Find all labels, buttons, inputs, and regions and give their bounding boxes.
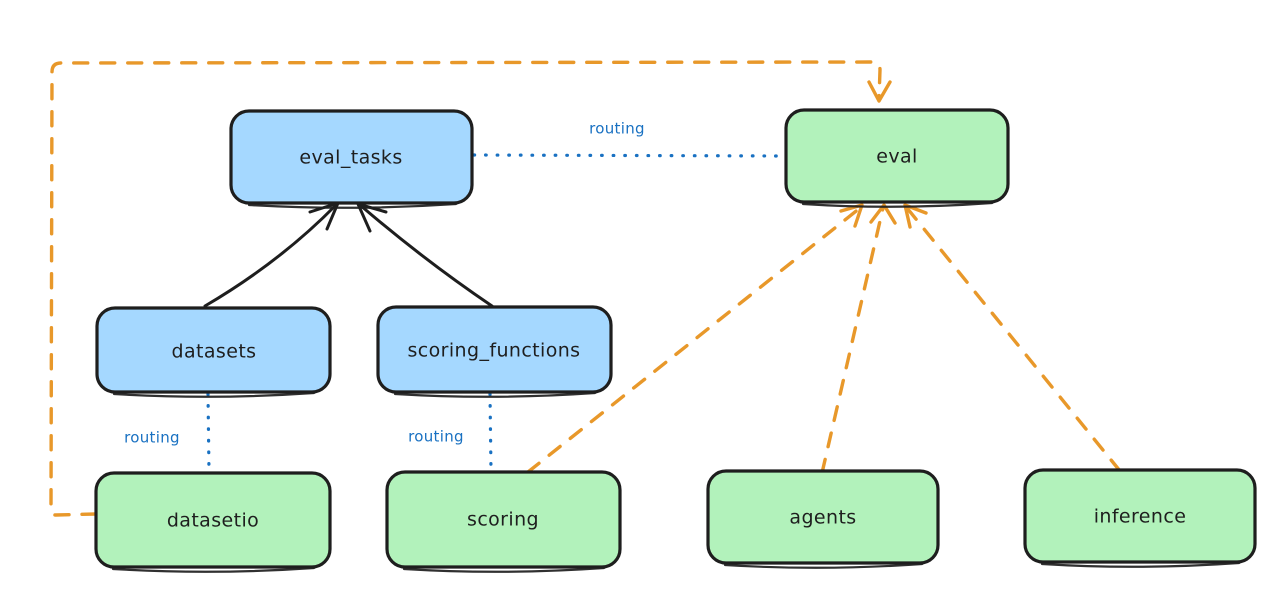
node-inference-shape[interactable] (1023, 468, 1257, 564)
node-scoring-shape[interactable] (385, 470, 622, 569)
edge-scoring-eval (526, 203, 864, 474)
node-inference-sketch-underline (1040, 561, 1241, 568)
node-datasets[interactable]: datasets (95, 306, 332, 398)
node-scoring-functions[interactable]: scoring_functions (376, 305, 613, 398)
node-scoring-label: scoring (467, 509, 539, 531)
node-eval-tasks-label: eval_tasks (299, 147, 402, 169)
edge-scoring-functions-scoring: routing (408, 392, 493, 473)
node-scoring[interactable]: scoring (385, 470, 622, 573)
node-eval-shape[interactable] (784, 108, 1010, 204)
node-datasets-sketch-underline (112, 391, 316, 398)
node-inference-label: inference (1094, 506, 1187, 528)
node-datasetio-label: datasetio (167, 510, 259, 532)
node-eval-label: eval (876, 146, 917, 168)
node-datasets-shape[interactable] (95, 306, 332, 394)
edge-datasets-datasetio: routing (124, 392, 211, 474)
node-eval-sketch-underline (801, 201, 994, 208)
nodes-layer: eval_tasks eval datasets scoring_functio… (94, 108, 1257, 573)
node-agents-sketch-underline (723, 562, 924, 569)
node-agents-shape[interactable] (706, 469, 940, 565)
node-datasetio-shape[interactable] (94, 471, 332, 569)
edge-datasets-eval-tasks (203, 201, 340, 308)
edges-layer: routing routing routing (49, 60, 1122, 517)
edge-label-routing-datasets: routing (124, 429, 180, 447)
edge-scoring-functions-eval-tasks (356, 202, 494, 308)
node-scoring-functions-shape[interactable] (376, 305, 613, 394)
edge-label-routing-top: routing (589, 120, 645, 138)
edge-eval-tasks-eval: routing (472, 120, 788, 158)
edge-inference-eval (903, 203, 1122, 473)
node-datasets-label: datasets (172, 341, 257, 363)
node-agents-label: agents (789, 507, 856, 529)
node-datasetio[interactable]: datasetio (94, 471, 332, 573)
edge-datasetio-eval (49, 60, 892, 517)
node-datasetio-sketch-underline (111, 566, 316, 573)
node-eval-tasks-shape[interactable] (229, 109, 474, 205)
node-scoring-functions-sketch-underline (393, 391, 597, 398)
node-inference[interactable]: inference (1023, 468, 1257, 568)
node-scoring-sketch-underline (402, 566, 606, 573)
edge-agents-eval (820, 203, 897, 475)
edge-label-routing-scoring-functions: routing (408, 428, 464, 446)
node-eval-tasks[interactable]: eval_tasks (229, 109, 474, 209)
node-scoring-functions-label: scoring_functions (408, 340, 581, 362)
node-agents[interactable]: agents (706, 469, 940, 569)
node-eval[interactable]: eval (784, 108, 1010, 208)
node-eval-tasks-sketch-underline (247, 202, 458, 209)
